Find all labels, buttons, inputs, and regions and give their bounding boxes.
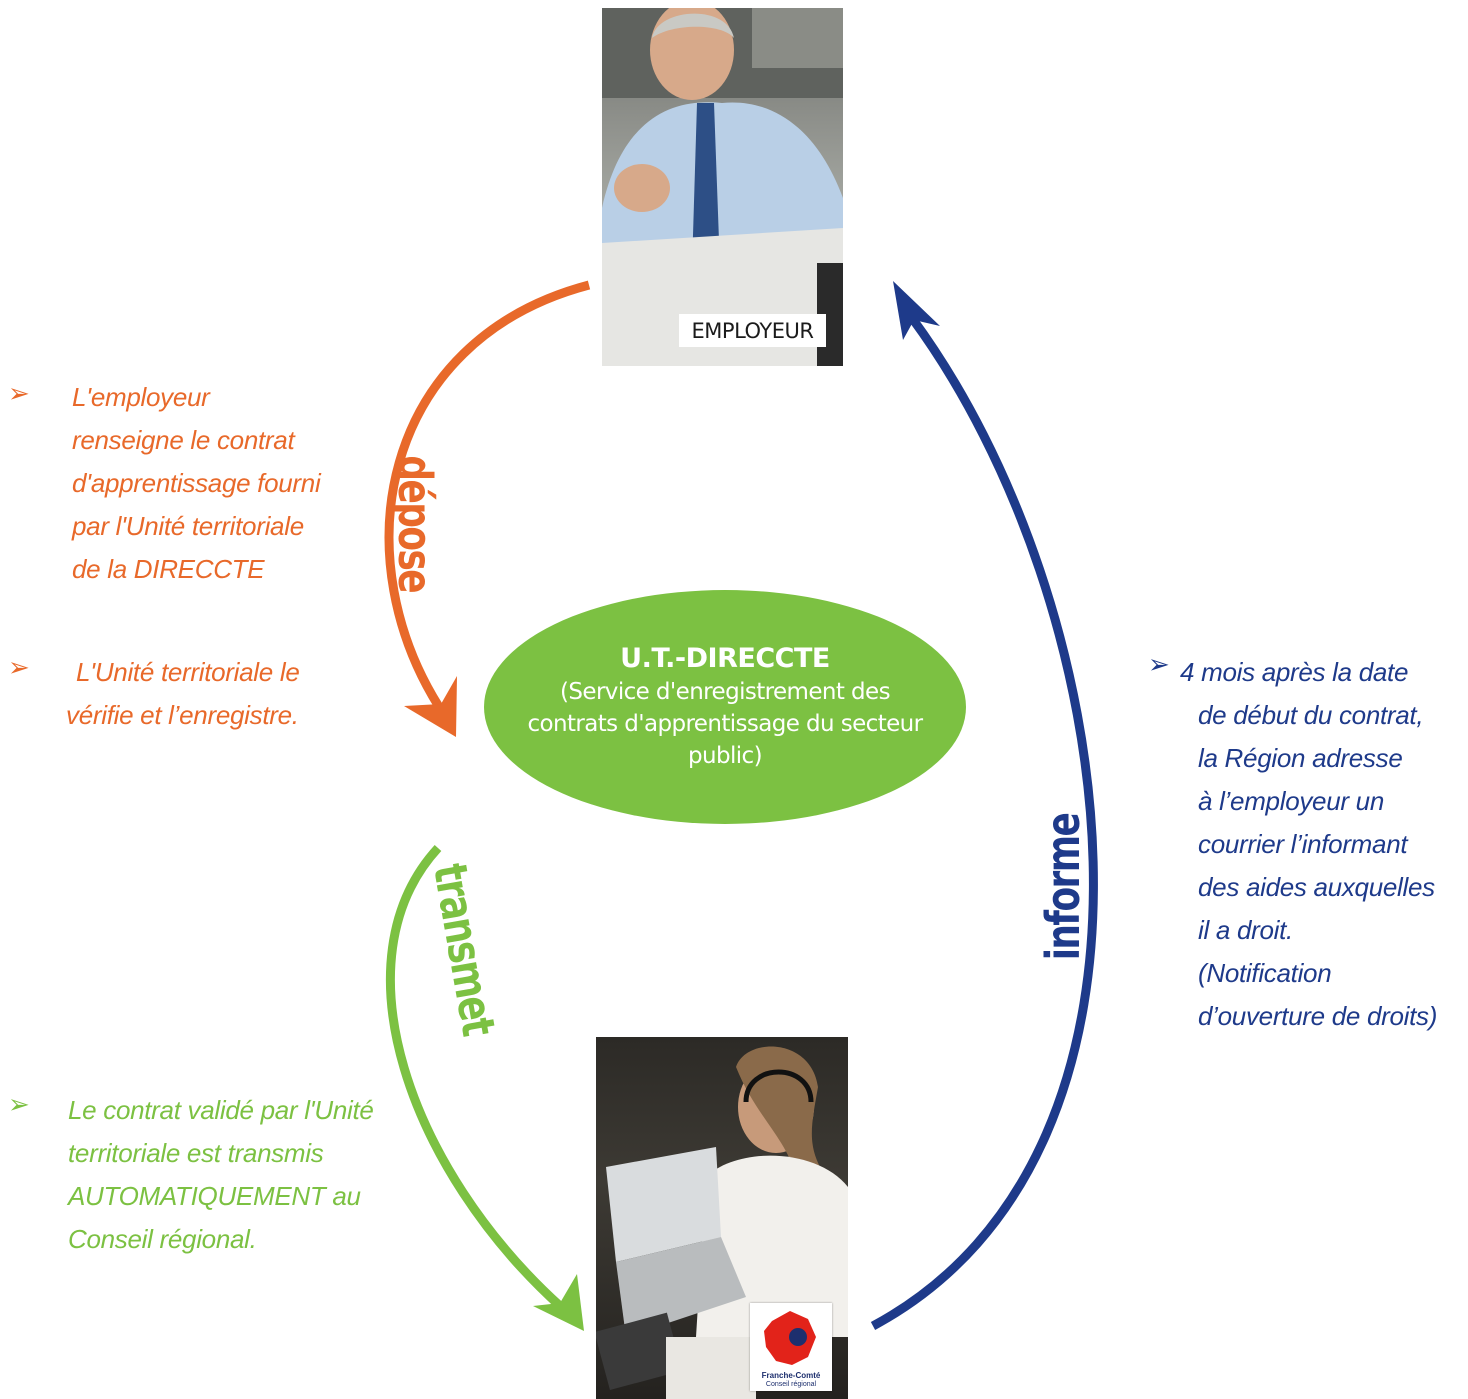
note-transmet: Le contrat validé par l'Unité territoria… xyxy=(68,1089,374,1261)
note-line: Conseil régional. xyxy=(68,1224,257,1254)
bullet-icon: ➢ xyxy=(8,652,30,682)
informe-arrow xyxy=(870,315,1098,1330)
note-line: courrier l’informant xyxy=(1198,829,1408,859)
employer-illustration xyxy=(602,8,843,366)
note-line: à l’employeur un xyxy=(1198,786,1384,816)
depose-label: dépose xyxy=(388,455,442,593)
note-line: des aides auxquelles xyxy=(1198,872,1435,902)
depose-arrowhead xyxy=(404,676,457,737)
note-line: L'employeur xyxy=(72,382,210,412)
note-informe: 4 mois après la date de début du contrat… xyxy=(1180,651,1437,1038)
note-line: L'Unité territoriale le xyxy=(76,657,300,687)
note-line: la Région adresse xyxy=(1198,743,1403,773)
note-line: de la DIRECCTE xyxy=(72,554,265,584)
employer-label: EMPLOYEUR xyxy=(679,314,826,347)
note-line: AUTOMATIQUEMENT au xyxy=(68,1181,361,1211)
depose-arrow xyxy=(384,280,591,719)
note-line: il a droit. xyxy=(1198,915,1293,945)
ut-direccte-node: U.T.-DIRECCTE (Service d'enregistrement … xyxy=(484,590,966,824)
note-line: (Notification xyxy=(1198,958,1332,988)
transmet-arrow xyxy=(385,844,564,1310)
note-line: 4 mois après la date xyxy=(1180,657,1409,687)
region-logo-name: Franche-Comté xyxy=(761,1371,821,1380)
employer-photo: EMPLOYEUR xyxy=(602,8,843,366)
france-map-icon xyxy=(764,1311,816,1365)
region-photo: Franche-Comté Conseil régional xyxy=(596,1037,848,1399)
center-description: (Service d'enregistrement des contrats d… xyxy=(527,678,923,769)
note-depose: L'employeur renseigne le contrat d'appre… xyxy=(72,376,321,591)
note-line: territoriale est transmis xyxy=(68,1138,324,1168)
center-title: U.T.-DIRECCTE xyxy=(620,642,830,674)
note-line: de début du contrat, xyxy=(1198,700,1424,730)
note-line: renseigne le contrat xyxy=(72,425,295,455)
note-line: vérifie et l’enregistre. xyxy=(66,700,299,730)
region-logo: Franche-Comté Conseil régional xyxy=(750,1303,832,1391)
transmet-arrowhead xyxy=(533,1274,584,1331)
informe-arrowhead xyxy=(893,281,940,340)
bullet-icon: ➢ xyxy=(8,1089,30,1119)
note-line: d'apprentissage fourni xyxy=(72,468,321,498)
region-illustration xyxy=(596,1046,848,1399)
note-verifie: L'Unité territoriale le vérifie et l’enr… xyxy=(66,651,300,737)
bullet-icon: ➢ xyxy=(8,378,30,408)
note-line: par l'Unité territoriale xyxy=(72,511,304,541)
note-line: d’ouverture de droits) xyxy=(1198,1001,1438,1031)
note-line: Le contrat validé par l'Unité xyxy=(68,1095,374,1125)
bullet-icon: ➢ xyxy=(1148,649,1170,679)
region-logo-subtitle: Conseil régional xyxy=(765,1381,817,1388)
informe-label: informe xyxy=(1036,813,1090,961)
